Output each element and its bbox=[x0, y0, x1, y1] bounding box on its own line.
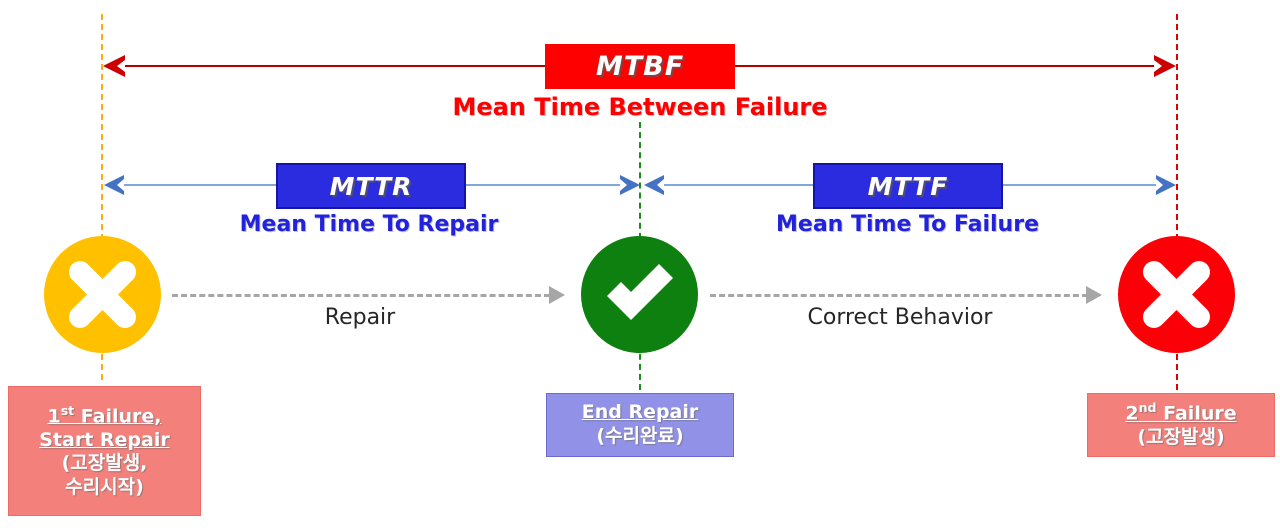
transition-label-correct-behavior: Correct Behavior bbox=[807, 305, 993, 330]
transition-line-repair bbox=[172, 294, 550, 297]
event-label-first-failure: 1st Failure, Start Repair (고장발생, 수리시작) bbox=[8, 386, 201, 516]
event-label-first-failure-ko-line2: 수리시작) bbox=[65, 475, 144, 498]
metric-abbr-mttf: MTTF bbox=[867, 171, 949, 201]
event-label-first-failure-en-line2: Start Repair bbox=[39, 428, 170, 451]
transition-arrowhead-correct-behavior bbox=[1086, 286, 1102, 304]
metric-box-mttf: MTTF bbox=[813, 163, 1003, 209]
ordinal-number: 1 bbox=[47, 405, 61, 428]
event-label-first-failure-ko-line1: (고장발생, bbox=[61, 452, 148, 475]
cross-mark-icon bbox=[44, 236, 161, 353]
guideline-second-failure bbox=[1176, 14, 1178, 390]
metric-abbr-mttr: MTTR bbox=[329, 171, 413, 201]
metric-caption-mtbf: Mean Time Between Failure bbox=[452, 93, 828, 121]
mttr-arrowhead-right bbox=[620, 175, 640, 195]
transition-label-repair: Repair bbox=[324, 305, 396, 330]
ordinal-suffix: nd bbox=[1138, 400, 1157, 416]
state-second-failure bbox=[1118, 236, 1235, 353]
event-label-second-failure-en-rest: Failure bbox=[1156, 402, 1237, 425]
state-first-failure bbox=[44, 236, 161, 353]
transition-line-correct-behavior bbox=[710, 294, 1088, 297]
event-label-end-repair-ko: (수리완료) bbox=[596, 425, 684, 447]
event-label-second-failure: 2nd Failure (고장발생) bbox=[1087, 393, 1275, 457]
metric-box-mttr: MTTR bbox=[276, 163, 466, 209]
mtbf-arrowhead-right bbox=[1154, 55, 1176, 77]
mttf-arrowhead-left bbox=[644, 175, 664, 195]
state-end-repair bbox=[581, 236, 698, 353]
metric-abbr-mtbf: MTBF bbox=[595, 51, 685, 82]
mttr-arrowhead-left bbox=[104, 175, 124, 195]
event-label-second-failure-en: 2nd Failure bbox=[1125, 400, 1236, 426]
event-label-first-failure-en-rest: Failure, bbox=[74, 405, 162, 428]
cross-mark-icon bbox=[1118, 236, 1235, 353]
guideline-first-failure bbox=[101, 14, 103, 380]
mtbf-arrowhead-left bbox=[103, 55, 125, 77]
metric-caption-mttr: Mean Time To Repair bbox=[239, 212, 499, 237]
event-label-end-repair-en: End Repair bbox=[581, 401, 699, 424]
metric-box-mtbf: MTBF bbox=[545, 44, 735, 89]
ordinal-suffix: st bbox=[60, 402, 75, 418]
transition-arrowhead-repair bbox=[549, 286, 565, 304]
event-label-first-failure-en-line1: 1st Failure, bbox=[47, 403, 161, 429]
metric-caption-mttf: Mean Time To Failure bbox=[776, 212, 1039, 237]
event-label-end-repair: End Repair (수리완료) bbox=[546, 393, 734, 457]
mttf-arrowhead-right bbox=[1156, 175, 1176, 195]
check-mark-icon bbox=[581, 236, 698, 353]
event-label-second-failure-ko: (고장발생) bbox=[1137, 426, 1225, 449]
ordinal-number: 2 bbox=[1125, 402, 1139, 425]
